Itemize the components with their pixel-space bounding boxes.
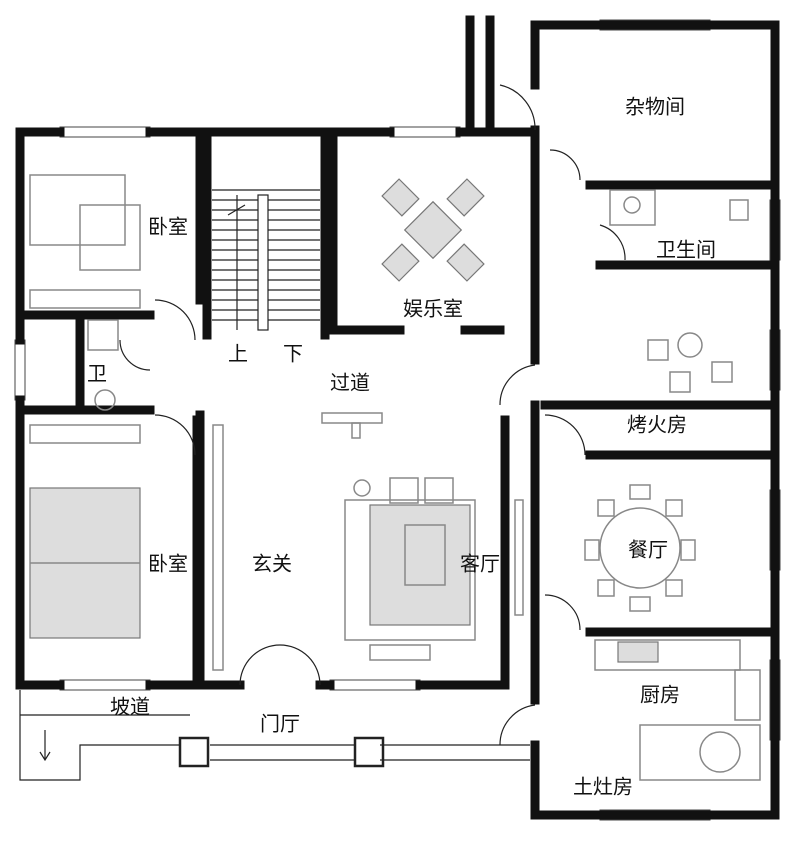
- staircase: [212, 189, 320, 331]
- room-label-stove-room: 土灶房: [573, 774, 633, 799]
- room-label-living-room: 客厅: [460, 551, 500, 576]
- room-label-dining-room: 餐厅: [628, 537, 668, 562]
- room-label-ramp: 坡道: [110, 694, 150, 719]
- room-label-storage: 杂物间: [625, 94, 685, 119]
- room-label-heating-room: 烤火房: [627, 412, 687, 437]
- room-label-foyer: 玄关: [252, 551, 292, 576]
- porch: [19, 690, 530, 781]
- room-label-entertainment: 娱乐室: [403, 296, 463, 321]
- stairs-up-label: 上: [228, 341, 248, 366]
- room-label-bedroom-south: 卧室: [148, 551, 188, 576]
- stairs-down-label: 下: [283, 341, 303, 366]
- room-label-kitchen: 厨房: [640, 682, 680, 707]
- room-label-corridor: 过道: [330, 370, 370, 395]
- walls: [15, 15, 780, 820]
- doors: [119, 84, 626, 746]
- room-label-bathroom: 卫生间: [656, 237, 716, 262]
- room-label-bedroom-north: 卧室: [148, 214, 188, 239]
- room-label-entrance-hall: 门厅: [260, 711, 300, 736]
- furniture: [29, 174, 761, 781]
- room-label-toilet: 卫: [87, 361, 107, 386]
